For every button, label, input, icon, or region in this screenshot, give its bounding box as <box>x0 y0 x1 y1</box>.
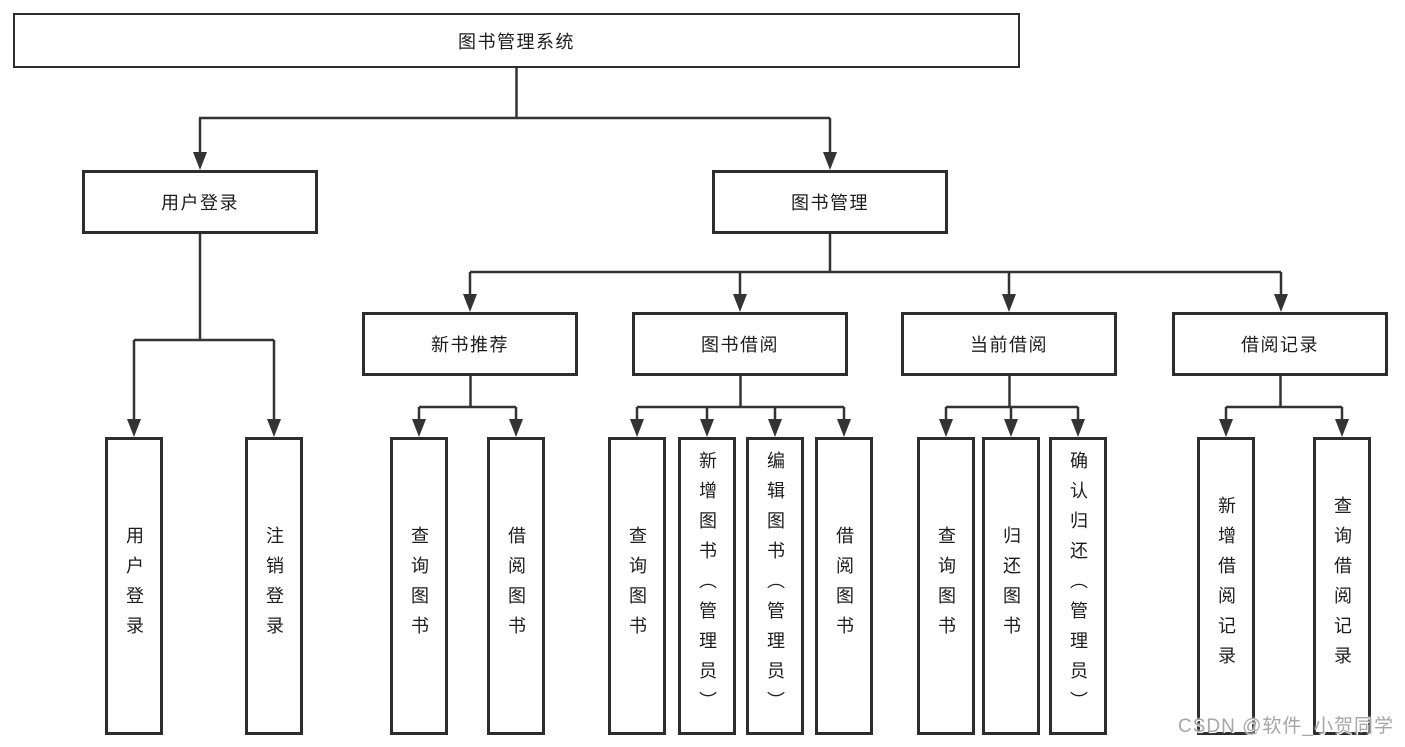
leaf-records-query-borrow-record: 查询借阅记录 <box>1313 437 1371 735</box>
csdn-watermark: CSDN @软件_小贺同学 <box>1178 716 1394 737</box>
leaf-borrowing-query-books: 查询图书 <box>608 437 666 735</box>
connector-stems <box>132 68 1344 420</box>
leaf-logout-login-label: 注销登录 <box>264 526 284 646</box>
leaf-borrowing-borrow-books-label: 借阅图书 <box>834 526 854 646</box>
leaf-recommend-query-books-label: 查询图书 <box>409 526 429 646</box>
node-library-management-system-label: 图书管理系统 <box>458 31 575 52</box>
leaf-records-add-borrow-record: 新增借阅记录 <box>1197 437 1255 735</box>
leaf-current-return-books: 归还图书 <box>982 437 1040 735</box>
node-borrowing-records: 借阅记录 <box>1172 312 1388 376</box>
node-current-borrowing-label: 当前借阅 <box>970 335 1048 355</box>
node-book-borrowing-label: 图书借阅 <box>701 335 779 355</box>
leaf-current-confirm-return-admin-label: 确认归还（管理员） <box>1068 451 1088 721</box>
leaf-borrowing-borrow-books: 借阅图书 <box>815 437 873 735</box>
leaf-current-query-books-label: 查询图书 <box>936 526 956 646</box>
node-user-login: 用户登录 <box>82 170 318 234</box>
node-borrowing-records-label: 借阅记录 <box>1241 335 1319 355</box>
node-new-book-recommendation: 新书推荐 <box>362 312 578 376</box>
leaf-borrowing-add-books-admin: 新增图书（管理员） <box>678 437 736 735</box>
node-book-borrowing: 图书借阅 <box>632 312 848 376</box>
leaf-recommend-borrow-books-label: 借阅图书 <box>506 526 526 646</box>
leaf-current-return-books-label: 归还图书 <box>1001 526 1021 646</box>
leaf-recommend-query-books: 查询图书 <box>390 437 448 735</box>
leaf-user-login: 用户登录 <box>105 437 163 735</box>
node-new-book-recommendation-label: 新书推荐 <box>431 335 509 355</box>
node-book-management: 图书管理 <box>712 170 948 234</box>
leaf-logout-login: 注销登录 <box>245 437 303 735</box>
node-library-management-system: 图书管理系统 <box>13 13 1020 68</box>
leaf-borrowing-add-books-admin-label: 新增图书（管理员） <box>697 451 717 721</box>
leaf-records-add-borrow-record-label: 新增借阅记录 <box>1216 496 1236 676</box>
leaf-current-confirm-return-admin: 确认归还（管理员） <box>1049 437 1107 735</box>
leaf-recommend-borrow-books: 借阅图书 <box>487 437 545 735</box>
leaf-user-login-label: 用户登录 <box>124 526 144 646</box>
leaf-borrowing-query-books-label: 查询图书 <box>627 526 647 646</box>
node-current-borrowing: 当前借阅 <box>901 312 1117 376</box>
node-user-login-label: 用户登录 <box>161 193 239 213</box>
node-book-management-label: 图书管理 <box>791 193 869 213</box>
leaf-current-query-books: 查询图书 <box>917 437 975 735</box>
leaf-borrowing-edit-books-admin-label: 编辑图书（管理员） <box>765 451 785 721</box>
leaf-borrowing-edit-books-admin: 编辑图书（管理员） <box>746 437 804 735</box>
arrowheads <box>127 152 1349 437</box>
leaf-records-query-borrow-record-label: 查询借阅记录 <box>1332 496 1352 676</box>
